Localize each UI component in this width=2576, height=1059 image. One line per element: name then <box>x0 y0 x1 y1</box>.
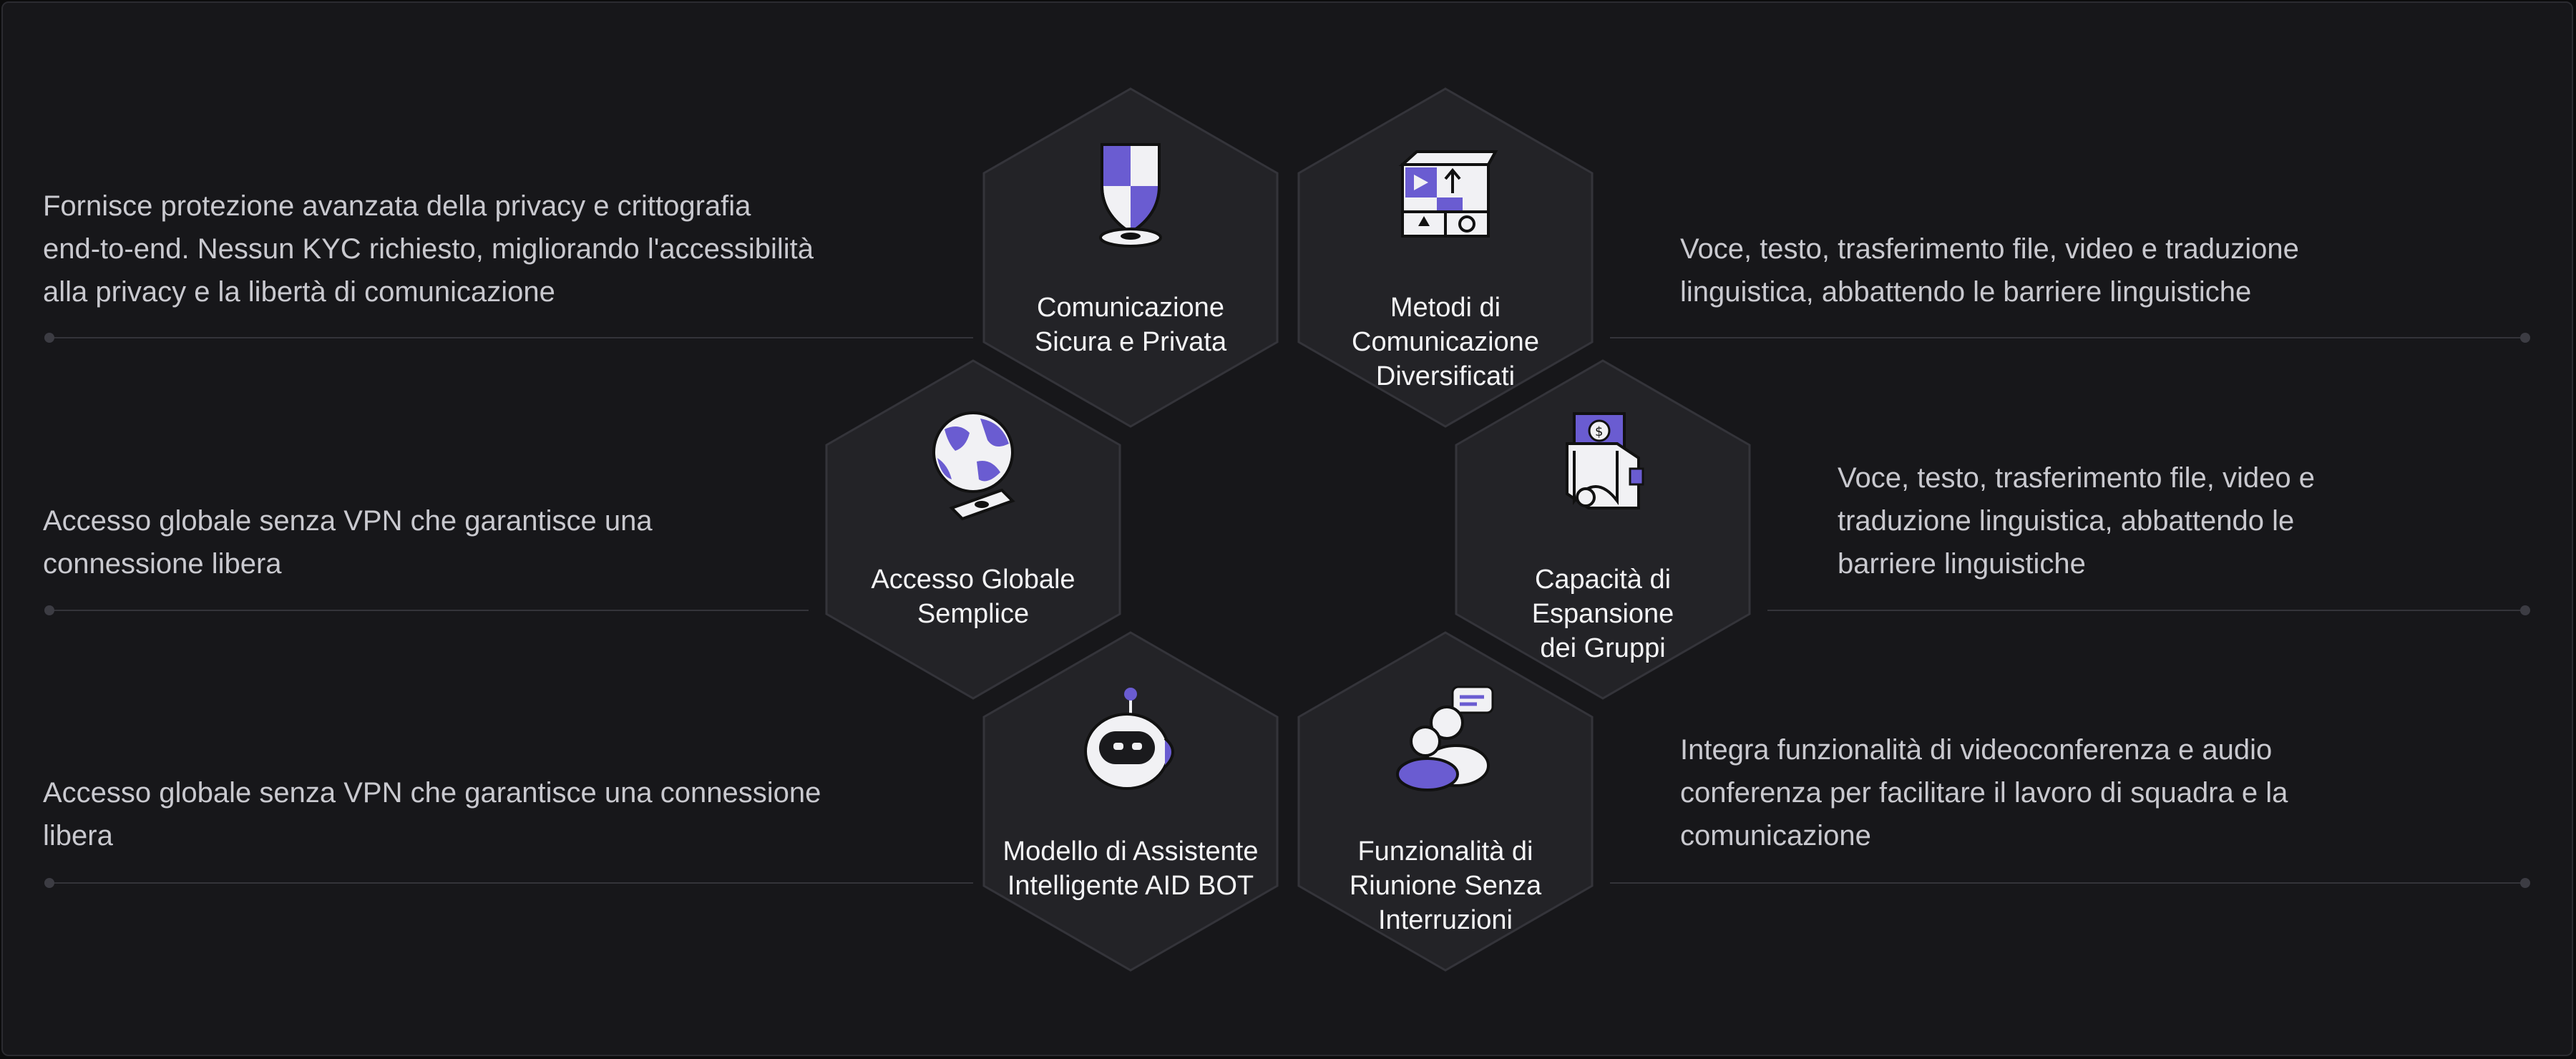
feature-title: Funzionalità di Riunione Senza Interruzi… <box>1349 836 1542 935</box>
divider-line <box>50 882 973 884</box>
globe-icon <box>916 408 1030 522</box>
feature-description: Fornisce protezione avanzata della priva… <box>43 190 814 308</box>
divider-line <box>1610 882 2526 884</box>
wallet-icon: $ <box>1546 408 1660 522</box>
feature-hex-seamless-meetings[interactable]: Funzionalità di Riunione Senza Interruzi… <box>1295 630 1596 973</box>
feature-hex-secure-communication[interactable]: Comunicazione Sicura e Privata <box>980 86 1281 429</box>
robot-icon <box>1073 680 1188 794</box>
hexagon-shape <box>1455 359 1751 700</box>
divider-dot <box>2520 605 2530 615</box>
divider-line <box>50 610 809 611</box>
shield-icon <box>1073 136 1188 250</box>
hexagon-shape <box>1297 87 1594 428</box>
feature-title: Accesso Globale Semplice <box>871 565 1075 629</box>
feature-title: Comunicazione Sicura e Privata <box>1034 293 1227 357</box>
media-cube-icon <box>1388 136 1503 250</box>
divider-line <box>1767 610 2526 611</box>
divider-dot <box>44 878 54 888</box>
hexagon-shape <box>982 631 1279 972</box>
feature-description: Voce, testo, trasferimento file, video e… <box>1680 233 2299 308</box>
divider-dot <box>44 333 54 343</box>
divider-dot <box>44 605 54 615</box>
feature-title: Modello di Assistente Intelligente AID B… <box>1002 836 1259 901</box>
divider-dot <box>2520 333 2530 343</box>
divider-line <box>1610 337 2526 338</box>
feature-title: Capacità di Espansione dei Gruppi <box>1531 565 1674 663</box>
hexagon-shape <box>1297 631 1594 972</box>
feature-hex-global-access[interactable]: Accesso Globale Semplice <box>823 358 1123 701</box>
feature-description: Accesso globale senza VPN che garantisce… <box>43 777 821 851</box>
feature-description: Accesso globale senza VPN che garantisce… <box>43 505 653 580</box>
divider-line <box>50 337 973 338</box>
hexagon-shape <box>982 87 1279 428</box>
divider-dot <box>2520 878 2530 888</box>
feature-hex-group-expansion[interactable]: $ Capacità di Espansione dei Gruppi <box>1453 358 1753 701</box>
feature-hex-assistant-bot[interactable]: Modello di Assistente Intelligente AID B… <box>980 630 1281 973</box>
svg-text:$: $ <box>1595 424 1603 439</box>
feature-description: Integra funzionalità di videoconferenza … <box>1680 734 2288 851</box>
feature-title: Metodi di Comunicazione Diversificati <box>1352 293 1539 391</box>
feature-description: Voce, testo, trasferimento file, video e… <box>1838 462 2316 580</box>
hexagon-shape <box>825 359 1121 700</box>
feature-hex-diversified-methods[interactable]: Metodi di Comunicazione Diversificati <box>1295 86 1596 429</box>
meeting-users-icon <box>1388 680 1503 794</box>
